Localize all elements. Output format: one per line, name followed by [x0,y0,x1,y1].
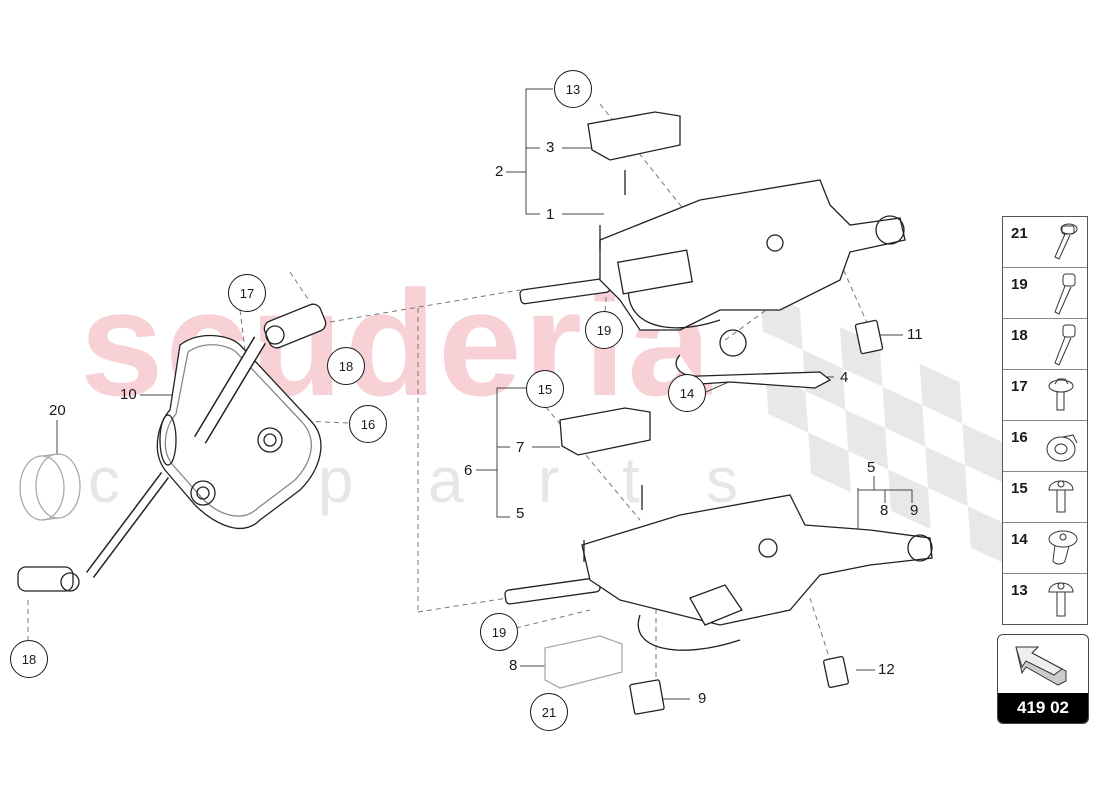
button-head-bolt-icon [1048,480,1074,513]
legend-item-17[interactable]: 17 [1003,370,1087,421]
module-8-drawing [544,635,623,689]
part-label[interactable]: 6 [464,462,473,479]
legend-item-15[interactable]: 15 [1003,472,1087,523]
part-label[interactable]: 10 [120,386,137,403]
clip-12-drawing [823,655,849,689]
callout-19[interactable]: 19 [585,311,623,349]
bolt-long-flanged-icon [1054,223,1078,260]
button-head-bolt-short-icon [1048,530,1078,565]
watermark-letter: t [622,444,640,516]
watermark-letter: p [318,444,354,516]
part-label[interactable]: 8 [880,502,889,519]
callout-15[interactable]: 15 [526,370,564,408]
page-reference-box[interactable]: 419 02 [997,634,1089,724]
part-label[interactable]: 5 [516,505,525,522]
callout-19[interactable]: 19 [480,613,518,651]
part-label[interactable]: 4 [840,369,849,386]
module-7-drawing [559,407,651,456]
part-label[interactable]: 12 [878,661,895,678]
legend-item-14[interactable]: 14 [1003,523,1087,574]
button-head-bolt-icon [1048,582,1074,617]
connector-9-drawing [629,679,665,715]
steering-column-lower-drawing [504,485,933,651]
fastener-legend: 21 19 18 17 16 15 14 13 [1002,216,1088,625]
boot-ring-drawing [19,453,81,521]
callout-18[interactable]: 18 [10,640,48,678]
part-label[interactable]: 3 [546,139,555,156]
callout-21[interactable]: 21 [530,693,568,731]
legend-item-13[interactable]: 13 [1003,574,1087,624]
hex-flange-bolt-icon [1048,378,1074,411]
clip-11-drawing [854,319,884,355]
intermediate-shaft-drawing [17,303,327,592]
flange-nut-icon [1046,434,1078,462]
callout-18[interactable]: 18 [327,347,365,385]
bolt-long-splined-icon [1054,273,1076,315]
part-label[interactable]: 1 [546,206,555,223]
page-number: 419 02 [998,693,1088,723]
watermark-letter: a [428,444,464,516]
bolt-long-splined-icon [1054,324,1076,366]
part-label[interactable]: 20 [49,402,66,419]
part-label[interactable]: 5 [867,459,876,476]
watermark-letter: s [706,444,738,516]
legend-item-19[interactable]: 19 [1003,268,1087,319]
part-label[interactable]: 8 [509,657,518,674]
part-label[interactable]: 9 [910,502,919,519]
watermark-letter: r [538,444,560,516]
module-3-drawing [587,111,681,161]
arrow-up-left-icon [1015,646,1067,686]
part-label[interactable]: 7 [516,439,525,456]
watermark-letter: c [88,444,120,516]
legend-item-16[interactable]: 16 [1003,421,1087,472]
part-label[interactable]: 2 [495,163,504,180]
callout-14[interactable]: 14 [668,374,706,412]
callout-13[interactable]: 13 [554,70,592,108]
part-label[interactable]: 11 [907,326,923,343]
legend-item-18[interactable]: 18 [1003,319,1087,370]
steering-column-upper-drawing [519,170,906,331]
legend-item-21[interactable]: 21 [1003,217,1087,268]
part-label[interactable]: 9 [698,690,707,707]
callout-16[interactable]: 16 [349,405,387,443]
callout-17[interactable]: 17 [228,274,266,312]
